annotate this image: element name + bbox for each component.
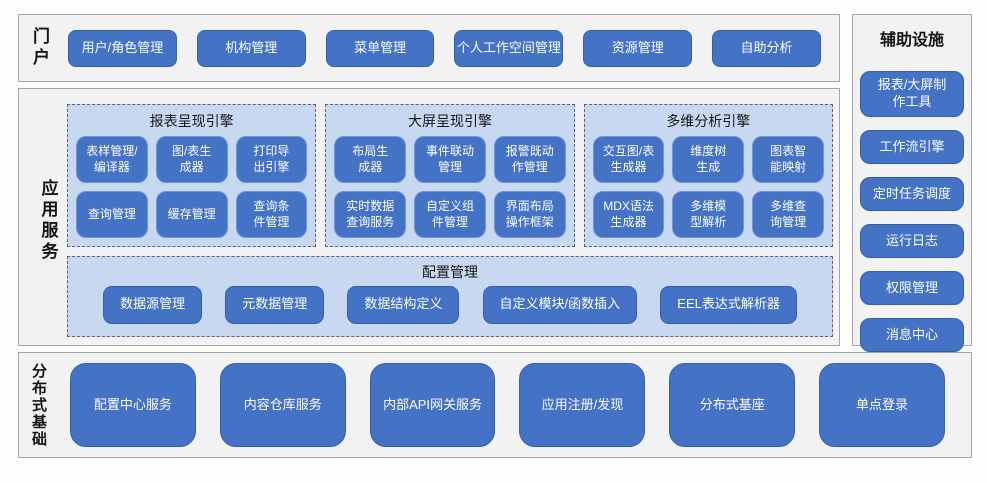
- engine-button-realtime-data-query-service[interactable]: 实时数据 查询服务: [334, 191, 407, 238]
- dashboard-rendering-engine-box: 大屏呈现引擎 布局生 成器 事件联动 管理 报警既动 作管理 实时数据 查询服务…: [325, 104, 575, 247]
- engine-button-interactive-chart-generator[interactable]: 交互图/表 生成器: [592, 136, 665, 183]
- report-rendering-engine-box: 报表呈现引擎 表样管理/ 编译器 图/表生 成器 打印导 出引擎 查询管理 缓存…: [67, 104, 317, 247]
- dist-button-distributed-base[interactable]: 分布式基座: [669, 363, 796, 447]
- engine-button-chart-table-generator[interactable]: 图/表生 成器: [155, 136, 228, 183]
- dist-button-app-registration-discovery[interactable]: 应用注册/发现: [519, 363, 646, 447]
- engine-row: 报表呈现引擎 表样管理/ 编译器 图/表生 成器 打印导 出引擎 查询管理 缓存…: [67, 104, 833, 247]
- portal-button-org-mgmt[interactable]: 机构管理: [196, 29, 306, 67]
- app-services-content: 报表呈现引擎 表样管理/ 编译器 图/表生 成器 打印导 出引擎 查询管理 缓存…: [67, 104, 833, 337]
- config-mgmt-title: 配置管理: [422, 264, 478, 280]
- config-button-eel-expression-parser[interactable]: EEL表达式解析器: [660, 285, 797, 324]
- engine-button-alarm-action-mgmt[interactable]: 报警既动 作管理: [493, 136, 566, 183]
- aux-facilities-panel: 辅助设施 报表/大屏制 作工具 工作流引擎 定时任务调度 运行日志 权限管理 消…: [852, 14, 972, 352]
- engine-button-template-mgmt-compiler[interactable]: 表样管理/ 编译器: [76, 136, 148, 183]
- distributed-foundation-section: 分布式基础 配置中心服务 内容仓库服务 内部API网关服务 应用注册/发现 分布…: [18, 352, 972, 458]
- engine-title: 多维分析引擎: [666, 113, 751, 129]
- dist-button-config-center-service[interactable]: 配置中心服务: [70, 363, 196, 447]
- engine-button-mdx-syntax-generator[interactable]: MDX语法 生成器: [592, 191, 665, 238]
- engine-button-query-condition-mgmt[interactable]: 查询条 件管理: [235, 191, 308, 238]
- portal-section: 门户 用户/角色管理 机构管理 菜单管理 个人工作空间管理 资源管理 自助分析: [18, 14, 840, 82]
- dist-button-single-sign-on[interactable]: 单点登录: [819, 363, 945, 447]
- portal-button-resource-mgmt[interactable]: 资源管理: [583, 29, 693, 67]
- portal-button-user-role-mgmt[interactable]: 用户/角色管理: [68, 29, 177, 67]
- portal-button-workspace-mgmt[interactable]: 个人工作空间管理: [454, 29, 564, 67]
- config-mgmt-box: 配置管理 数据源管理 元数据管理 数据结构定义 自定义模块/函数插入 EEL表达…: [67, 256, 833, 337]
- aux-facilities-title: 辅助设施: [879, 32, 944, 49]
- aux-button-message-center[interactable]: 消息中心: [860, 318, 964, 352]
- aux-button-permission-mgmt[interactable]: 权限管理: [860, 271, 964, 305]
- engine-button-custom-component-mgmt[interactable]: 自定义组 件管理: [414, 191, 486, 238]
- config-button-row: 数据源管理 元数据管理 数据结构定义 自定义模块/函数插入 EEL表达式解析器: [80, 282, 820, 327]
- aux-button-report-dashboard-authoring-tool[interactable]: 报表/大屏制 作工具: [860, 71, 964, 117]
- olap-analysis-engine-box: 多维分析引擎 交互图/表 生成器 维度树 生成 图表智 能映射 MDX语法 生成…: [583, 104, 833, 247]
- portal-section-label: 门户: [30, 27, 49, 69]
- engine-title: 大屏呈现引擎: [407, 113, 492, 129]
- portal-button-menu-mgmt[interactable]: 菜单管理: [325, 29, 435, 67]
- engine-button-smart-chart-mapping[interactable]: 图表智 能映射: [752, 136, 824, 183]
- engine-button-ui-layout-framework[interactable]: 界面布局 操作框架: [493, 191, 566, 238]
- aux-button-run-log[interactable]: 运行日志: [860, 224, 964, 258]
- app-services-section-label: 应用服务: [38, 178, 58, 263]
- aux-button-workflow-engine[interactable]: 工作流引擎: [860, 130, 964, 164]
- engine-button-cache-mgmt[interactable]: 缓存管理: [155, 191, 228, 238]
- config-button-metadata-mgmt[interactable]: 元数据管理: [225, 285, 325, 324]
- engine-grid: 交互图/表 生成器 维度树 生成 图表智 能映射 MDX语法 生成器 多维模 型…: [592, 136, 824, 238]
- app-services-section: 应用服务 报表呈现引擎 表样管理/ 编译器 图/表生 成器 打印导 出引擎 查询…: [18, 88, 840, 346]
- engine-button-query-mgmt[interactable]: 查询管理: [76, 191, 148, 238]
- dist-button-content-repo-service[interactable]: 内容仓库服务: [219, 363, 346, 447]
- distributed-foundation-label: 分布式基础: [30, 362, 47, 448]
- engine-grid: 表样管理/ 编译器 图/表生 成器 打印导 出引擎 查询管理 缓存管理 查询条 …: [76, 136, 308, 238]
- config-button-data-structure-definition[interactable]: 数据结构定义: [347, 285, 460, 324]
- engine-button-event-linkage-mgmt[interactable]: 事件联动 管理: [414, 136, 486, 183]
- engine-button-multidim-model-parsing[interactable]: 多维模 型解析: [672, 191, 745, 238]
- dist-button-internal-api-gateway-service[interactable]: 内部API网关服务: [369, 363, 496, 447]
- engine-button-multidim-query-mgmt[interactable]: 多维查 询管理: [752, 191, 824, 238]
- engine-button-print-export-engine[interactable]: 打印导 出引擎: [235, 136, 308, 183]
- config-button-custom-module-function-insert[interactable]: 自定义模块/函数插入: [482, 285, 638, 324]
- engine-grid: 布局生 成器 事件联动 管理 报警既动 作管理 实时数据 查询服务 自定义组 件…: [334, 136, 566, 238]
- engine-button-layout-generator[interactable]: 布局生 成器: [334, 136, 407, 183]
- aux-button-scheduled-task[interactable]: 定时任务调度: [860, 177, 964, 211]
- config-button-datasource-mgmt[interactable]: 数据源管理: [103, 285, 203, 324]
- portal-button-self-service-analysis[interactable]: 自助分析: [712, 29, 821, 67]
- engine-title: 报表呈现引擎: [149, 113, 234, 129]
- engine-button-dimension-tree-generation[interactable]: 维度树 生成: [672, 136, 745, 183]
